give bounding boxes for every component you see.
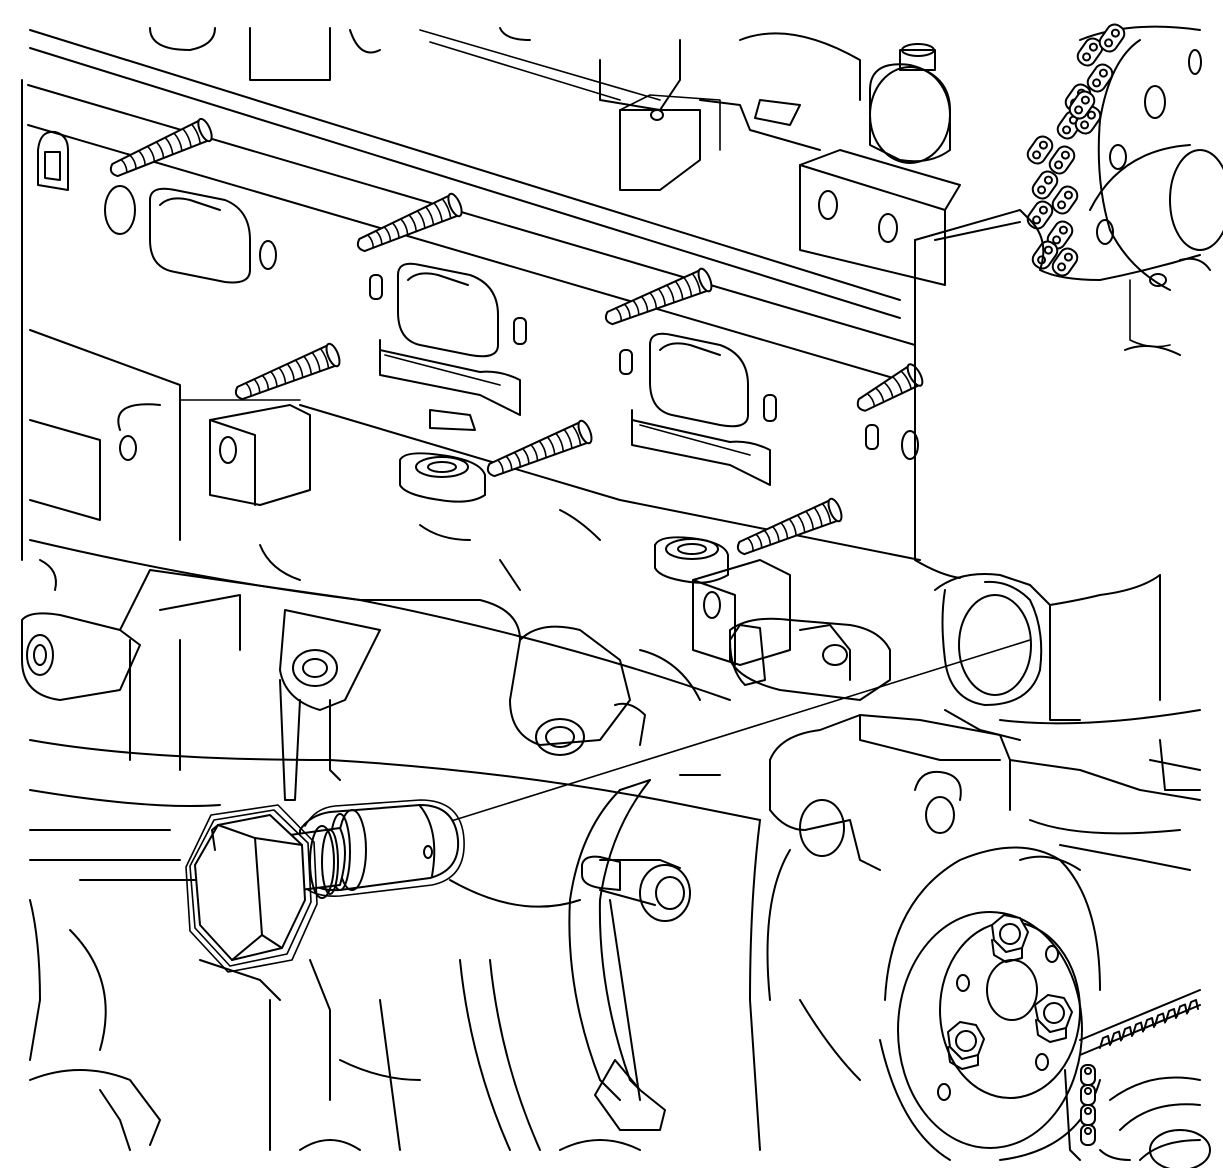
- sprocket-tooth: [1165, 1008, 1177, 1022]
- exhaust-stud: [109, 117, 213, 178]
- sprocket-tooth: [1187, 999, 1199, 1013]
- camshaft-sprocket: [1079, 25, 1223, 291]
- chain-link: [1086, 63, 1114, 93]
- pulley-bolt: [1034, 994, 1073, 1043]
- sprocket-tooth: [1176, 1003, 1188, 1018]
- chain-link: [1098, 23, 1126, 53]
- chain-link: [1076, 37, 1104, 67]
- crankshaft-pulley: [879, 846, 1101, 1161]
- chain-link: [1046, 220, 1074, 250]
- exhaust-stud: [736, 497, 843, 556]
- exhaust-stud: [234, 342, 341, 401]
- chain-link: [1051, 185, 1079, 215]
- exhaust-studs: [109, 117, 924, 556]
- sprocket-tooth: [1110, 1030, 1122, 1045]
- chain-link: [1026, 200, 1054, 230]
- pulley-bolt: [947, 1021, 985, 1070]
- sprocket-tooth: [1099, 1035, 1111, 1049]
- crankshaft-sprocket: [1064, 989, 1211, 1168]
- chain-link: [1031, 240, 1059, 270]
- chain-link: [1068, 90, 1096, 120]
- sprocket-tooth: [1132, 1021, 1144, 1036]
- sprocket-tooth: [1143, 1017, 1155, 1031]
- engine-block: [21, 509, 1201, 1151]
- chain-link: [1031, 170, 1059, 200]
- sprocket-tooth: [1154, 1012, 1166, 1027]
- installation-leader-line: [447, 639, 1031, 823]
- exhaust-stud: [486, 419, 593, 478]
- sprocket-tooth: [1121, 1026, 1133, 1040]
- chain-link: [1026, 135, 1054, 165]
- cylinder-head: [21, 27, 961, 701]
- timing-chain: [1026, 23, 1126, 277]
- oil-pressure-sensor: [185, 799, 465, 973]
- chain-link: [1048, 145, 1076, 175]
- timing-cover: [901, 209, 1201, 791]
- pulley-bolt: [991, 914, 1029, 963]
- exhaust-stud: [356, 192, 463, 253]
- exhaust-stud: [604, 267, 713, 326]
- chain-link: [1051, 247, 1079, 277]
